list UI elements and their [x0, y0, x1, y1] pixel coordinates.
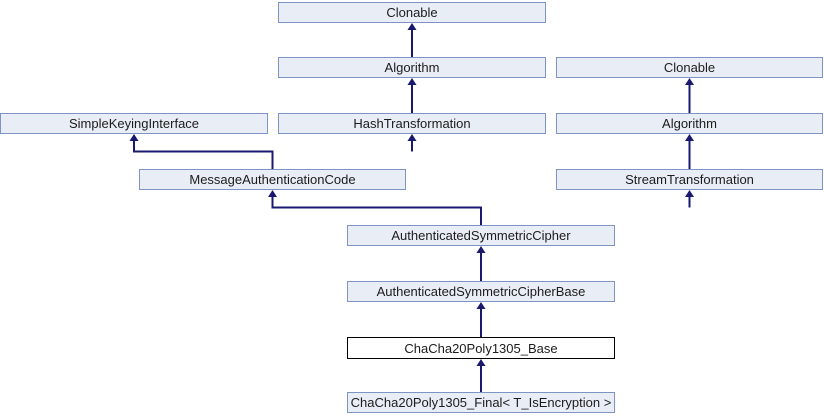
class-node-label: Clonable: [386, 5, 438, 20]
class-node-label: SimpleKeyingInterface: [68, 116, 200, 131]
class-node-stream-transformation[interactable]: StreamTransformation: [556, 169, 823, 190]
class-node-label: Clonable: [663, 60, 716, 75]
class-node-label: AuthenticatedSymmetricCipher: [391, 228, 571, 243]
class-node-algorithm-right[interactable]: Algorithm: [556, 113, 823, 134]
class-node-hash-transformation[interactable]: HashTransformation: [278, 113, 546, 134]
class-node-clonable-top[interactable]: Clonable: [278, 2, 546, 23]
class-node-algorithm-left[interactable]: Algorithm: [278, 57, 546, 78]
class-node-label: ChaCha20Poly1305_Base: [404, 340, 558, 356]
class-node-simple-keying-interface[interactable]: SimpleKeyingInterface: [0, 113, 268, 134]
class-node-label: Algorithm: [662, 116, 717, 131]
class-node-label: ChaCha20Poly1305_Final< T_IsEncryption >: [350, 395, 612, 410]
class-node-authenticated-symmetric-cipher[interactable]: AuthenticatedSymmetricCipher: [347, 225, 615, 246]
class-node-label: AuthenticatedSymmetricCipherBase: [376, 284, 586, 299]
class-node-label: Algorithm: [384, 60, 440, 75]
class-node-label: StreamTransformation: [625, 172, 754, 187]
class-node-clonable-right[interactable]: Clonable: [556, 57, 823, 78]
class-node-chacha20poly1305-final[interactable]: ChaCha20Poly1305_Final< T_IsEncryption >: [347, 392, 615, 413]
class-node-label: MessageAuthenticationCode: [189, 172, 356, 187]
class-node-label: HashTransformation: [353, 116, 471, 131]
class-node-message-authentication-code[interactable]: MessageAuthenticationCode: [139, 169, 406, 190]
class-node-authenticated-symmetric-cipher-base[interactable]: AuthenticatedSymmetricCipherBase: [347, 281, 615, 302]
class-node-chacha20poly1305-base-current: ChaCha20Poly1305_Base: [347, 337, 615, 359]
